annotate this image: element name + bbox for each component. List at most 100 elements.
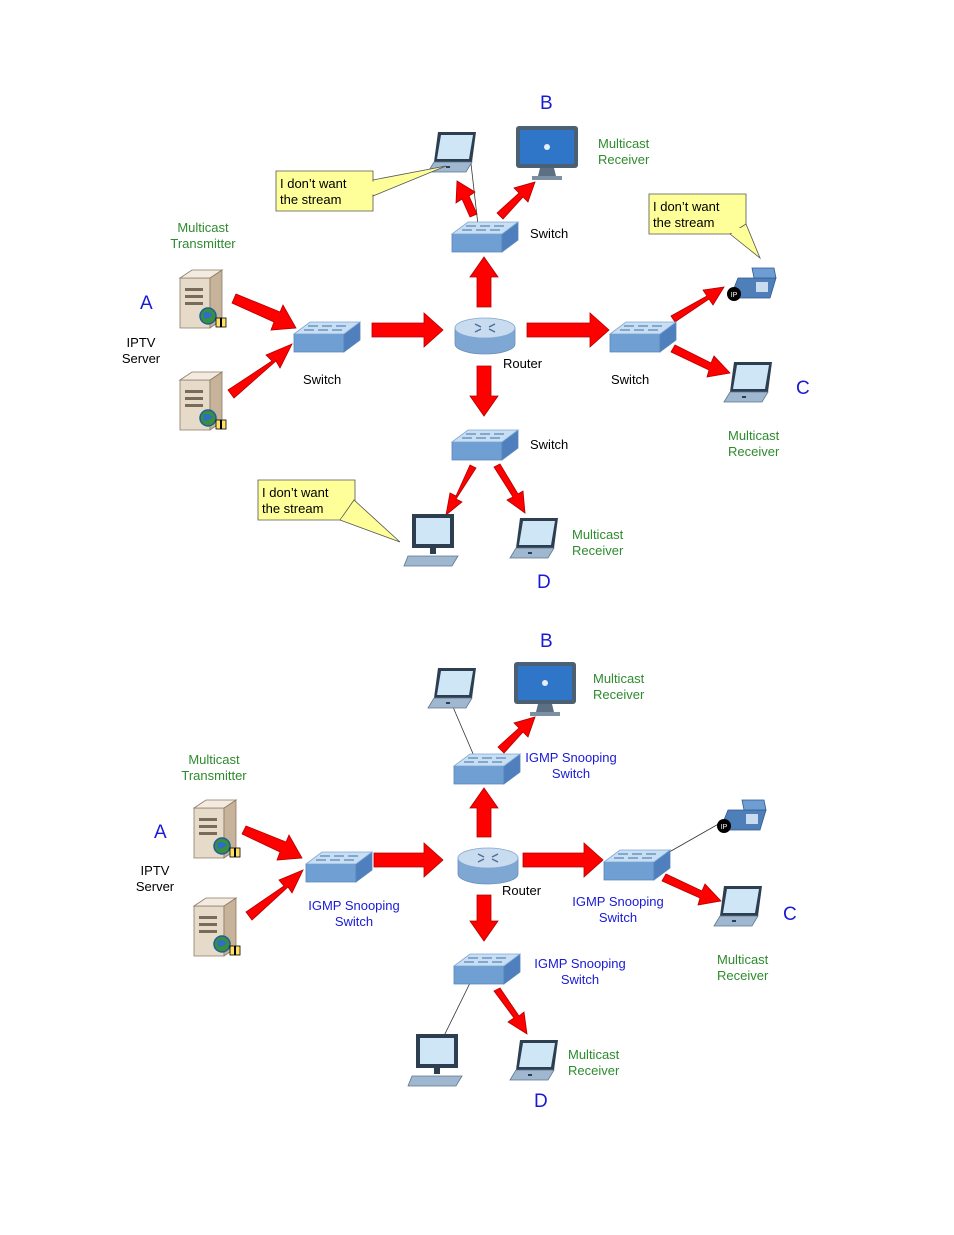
server-icon-a1 (179, 269, 227, 329)
node-c-role-1-line2: Receiver (728, 444, 780, 459)
node-a-role-1-line2: Transmitter (170, 236, 236, 251)
switch-icon-right-2 (603, 849, 671, 881)
arrow-a2-switch (227, 343, 293, 399)
monitor-icon-b-1 (516, 126, 578, 180)
node-a-letter-2: A (154, 822, 167, 843)
arrow-switch-router (371, 312, 444, 348)
arrow-a1-switch (231, 293, 297, 331)
node-d-role-1-line1: Multicast (572, 527, 624, 542)
callout-right-1-line1: I don’t want (653, 199, 720, 214)
laptop-icon-c-1 (723, 361, 773, 403)
node-b-role-2-line2: Receiver (593, 687, 645, 702)
arrow-router-bottom (469, 365, 499, 417)
callout-bottom-1: I don’t want the stream (257, 479, 401, 543)
arrow-router-bottom-2 (469, 894, 499, 942)
switch-left-1-label: Switch (303, 372, 341, 387)
switch-icon-left-2 (305, 851, 373, 883)
arrow-router-top-2 (469, 787, 499, 838)
switch-icon-left-1 (293, 321, 361, 353)
switch-icon-top-2 (453, 753, 521, 785)
arrow-topswitch-monitor (496, 181, 536, 220)
node-c-letter-2: C (783, 904, 797, 925)
node-c-role-2-line2: Receiver (717, 968, 769, 983)
switch-right-2-label-line2: Switch (599, 910, 637, 925)
pc-icon-bottom-2 (407, 1033, 463, 1087)
node-a-role-1-line1: Multicast (177, 220, 229, 235)
arrow-a1-switch-2 (241, 825, 303, 861)
pc-icon-bottom-1 (403, 513, 459, 567)
switch-icon-right-1 (609, 321, 677, 353)
node-d-role-2-line2: Receiver (568, 1063, 620, 1078)
node-a-device-1-line1: IPTV (127, 335, 156, 350)
switch-icon-bottom-1 (451, 429, 519, 461)
arrows-2 (241, 716, 722, 1035)
switch-top-2-label-line2: Switch (552, 766, 590, 781)
node-d-role-2-line1: Multicast (568, 1047, 620, 1062)
node-b-role-1-line2: Receiver (598, 152, 650, 167)
node-b-role-2-line1: Multicast (593, 671, 645, 686)
node-a-role-2-line2: Transmitter (181, 768, 247, 783)
laptop-icon-top-2 (427, 667, 477, 709)
arrow-bottomswitch-laptop-2 (493, 987, 528, 1035)
switch-left-2-label-line2: Switch (335, 914, 373, 929)
switch-bottom-2-label-line2: Switch (561, 972, 599, 987)
laptop-icon-d-2 (509, 1039, 559, 1081)
arrows-1 (227, 180, 731, 516)
arrow-rightswitch-phone (670, 286, 725, 323)
diagram-2: B Multicast Receiver Multicast Transmitt… (136, 631, 797, 1112)
node-a-role-2-line1: Multicast (188, 752, 240, 767)
laptop-icon-d-1 (509, 517, 559, 559)
callout-right-1: I don’t want the stream (648, 193, 761, 260)
callout-top-1-line1: I don’t want (280, 176, 347, 191)
callout-right-1-line2: the stream (653, 215, 714, 230)
arrow-rightswitch-laptop-2 (661, 873, 722, 906)
switch-right-2-label-line1: IGMP Snooping (572, 894, 664, 909)
laptop-icon-c-2 (713, 885, 763, 927)
router-1-label: Router (503, 356, 543, 371)
callout-top-1: I don’t want the stream (275, 165, 447, 212)
switch-bottom-1-label: Switch (530, 437, 568, 452)
node-b-role-1-line1: Multicast (598, 136, 650, 151)
monitor-icon-b-2 (514, 662, 576, 716)
server-icon-a1-2 (193, 799, 241, 859)
switch-right-1-label: Switch (611, 372, 649, 387)
router-2-label: Router (502, 883, 542, 898)
callout-top-1-line2: the stream (280, 192, 341, 207)
node-c-role-2-line1: Multicast (717, 952, 769, 967)
node-a-device-1-line2: Server (122, 351, 161, 366)
node-c-letter-1: C (796, 378, 810, 399)
arrow-router-right (526, 312, 610, 348)
arrow-switch-router-2 (373, 842, 444, 878)
router-icon-1 (454, 317, 516, 355)
ip-phone-icon-2 (716, 799, 767, 834)
node-b-letter-2: B (540, 631, 553, 652)
node-d-letter-2: D (534, 1091, 548, 1112)
callout-bottom-1-line2: the stream (262, 501, 323, 516)
laptop-icon-top-1 (427, 131, 477, 173)
arrow-topswitch-monitor-2 (497, 716, 536, 754)
node-a-letter-1: A (140, 293, 153, 314)
switch-icon-bottom-2 (453, 953, 521, 985)
switch-top-2-label-line1: IGMP Snooping (525, 750, 617, 765)
switch-bottom-2-label-line1: IGMP Snooping (534, 956, 626, 971)
diagram-1: I don’t want the stream I don’t want the… (122, 93, 810, 593)
node-d-role-1-line2: Receiver (572, 543, 624, 558)
node-c-role-1-line1: Multicast (728, 428, 780, 443)
arrow-router-top (469, 256, 499, 308)
switch-top-1-label: Switch (530, 226, 568, 241)
switch-left-2-label-line1: IGMP Snooping (308, 898, 400, 913)
node-d-letter-1: D (537, 572, 551, 593)
switch-icon-top-1 (451, 221, 519, 253)
server-icon-a2 (179, 371, 227, 431)
server-icon-a2-2 (193, 897, 241, 957)
node-b-letter-1: B (540, 93, 553, 114)
arrow-rightswitch-laptop (670, 344, 731, 378)
links-2 (439, 699, 723, 1045)
node-a-device-2-line2: Server (136, 879, 175, 894)
callout-bottom-1-line1: I don’t want (262, 485, 329, 500)
arrow-a2-switch-2 (245, 869, 304, 921)
arrow-topswitch-laptop (455, 180, 478, 218)
arrow-router-right-2 (522, 842, 604, 878)
arrow-bottomswitch-laptop (493, 463, 526, 514)
